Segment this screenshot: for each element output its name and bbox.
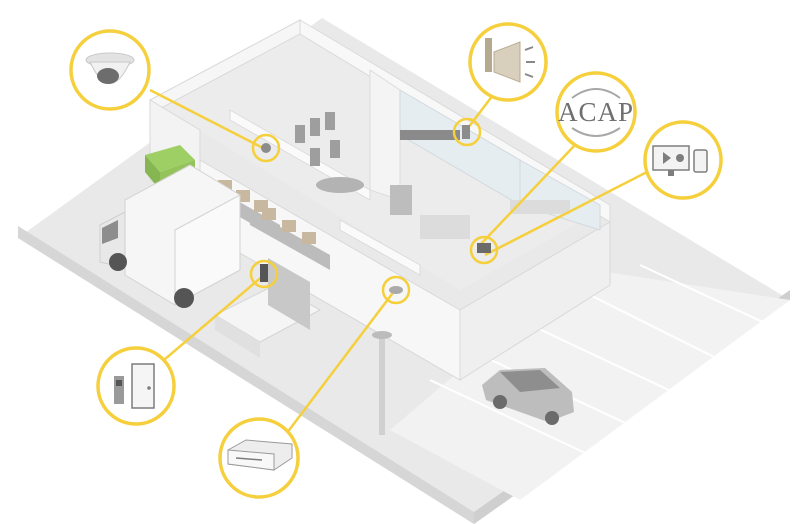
callout-monitor-display bbox=[643, 120, 723, 200]
loading-dock bbox=[213, 258, 322, 358]
horn-speaker-icon bbox=[485, 38, 535, 83]
device-glyphs bbox=[260, 125, 491, 294]
callout-door-station bbox=[96, 346, 176, 426]
door-station-icon bbox=[114, 363, 155, 409]
callout-acap: ACAP bbox=[555, 71, 637, 153]
device-markers bbox=[249, 117, 499, 305]
callout-horn-speaker bbox=[468, 22, 548, 102]
delivery-truck bbox=[99, 164, 241, 308]
acap-logo: ACAP bbox=[558, 97, 634, 127]
callout-network-recorder bbox=[218, 417, 300, 499]
parked-car bbox=[482, 368, 574, 425]
network-recorder-icon bbox=[227, 439, 293, 471]
lamp-post bbox=[372, 331, 392, 435]
ground-plot bbox=[18, 18, 790, 524]
store-racks bbox=[295, 112, 570, 239]
monitor-phone-icon bbox=[652, 145, 708, 176]
callout-dome-camera bbox=[69, 29, 151, 111]
dome-camera-icon bbox=[85, 52, 135, 84]
